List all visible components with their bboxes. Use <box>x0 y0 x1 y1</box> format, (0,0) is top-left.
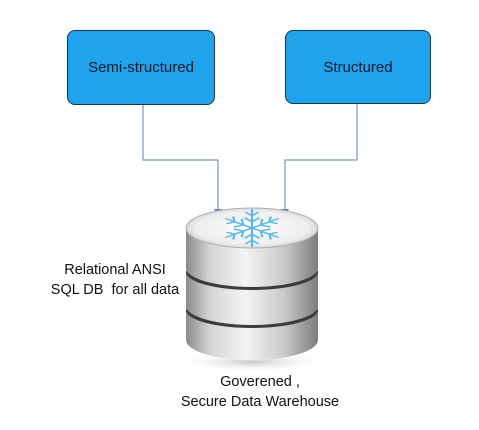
semi-structured-label: Semi-structured <box>88 59 194 76</box>
database-caption: Goverened , Secure Data Warehouse <box>160 372 360 412</box>
structured-label: Structured <box>323 58 393 76</box>
database-description-line-2: SQL DB for all data <box>50 282 180 298</box>
snowflake-icon <box>221 208 283 248</box>
connector-structured <box>281 104 358 216</box>
database-caption-line-1: Goverened , <box>220 374 300 390</box>
structured-source-box: Structured <box>285 30 431 104</box>
database-description-line-1: Relational ANSI <box>64 262 166 278</box>
database-caption-line-2: Secure Data Warehouse <box>180 394 340 410</box>
connector-semi-structured <box>142 105 222 216</box>
semi-structured-source-box: Semi-structured <box>67 30 215 105</box>
database-cylinder <box>172 207 332 372</box>
database-description: Relational ANSI SQL DB for all data <box>40 260 190 300</box>
